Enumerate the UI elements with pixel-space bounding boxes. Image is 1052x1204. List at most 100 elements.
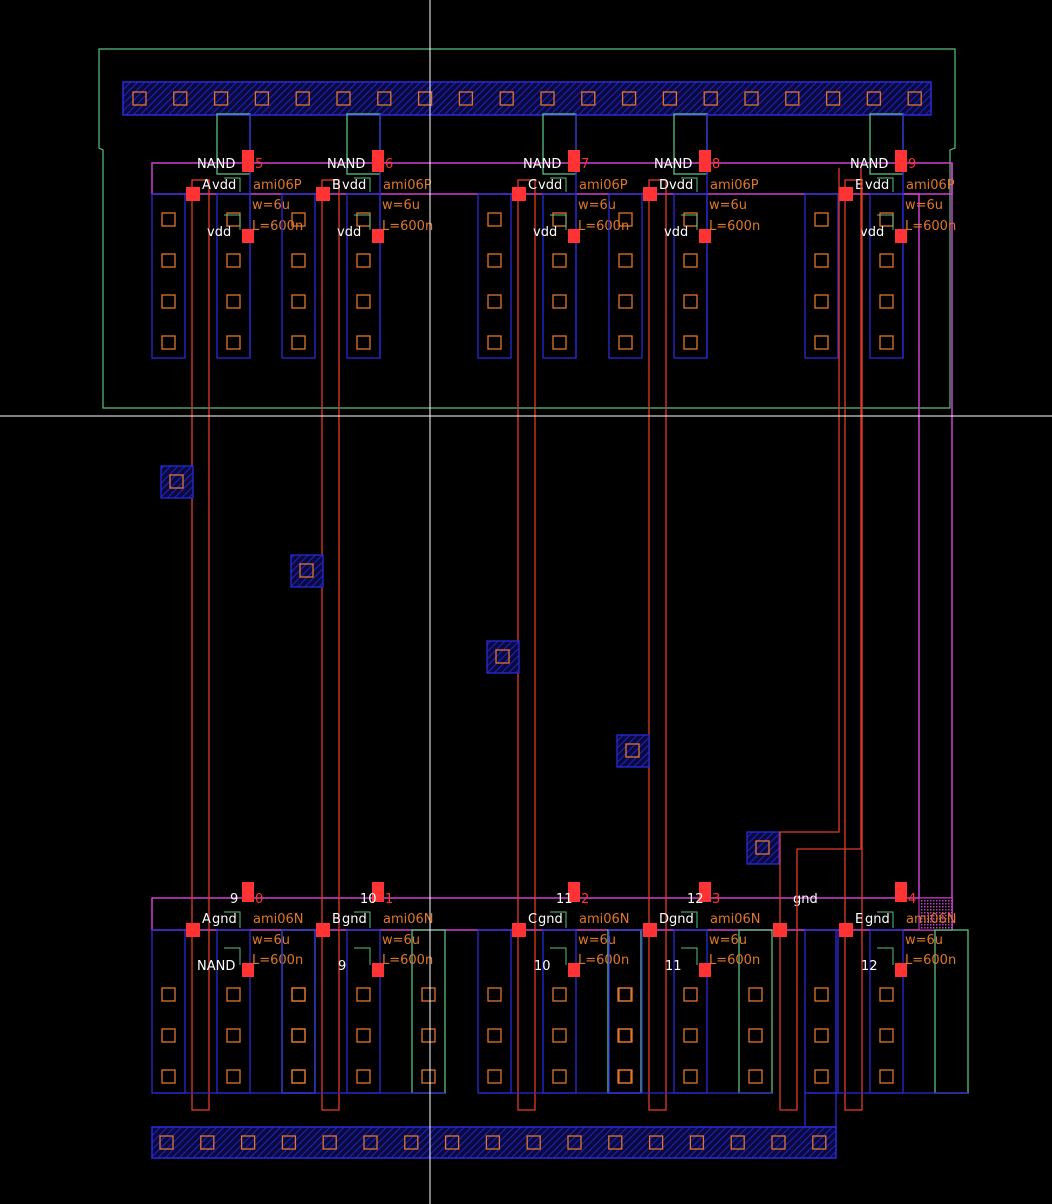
pmos-drain-metal [869,193,904,359]
gate-straps [191,179,863,1111]
pmos-source-contact [161,253,176,268]
pmos-source-contact [814,212,829,227]
pmos-drain-contact [879,335,894,350]
pmos-source-contact [814,253,829,268]
nmos-top-pin [895,882,907,902]
vdd-contact [662,91,678,106]
input-pad-1 [290,554,324,588]
pmos-supply-label: vdd [865,178,889,193]
nmos-width-label: w=6u [252,933,290,948]
nmos-shared-contact [421,1069,436,1084]
nmos-model-label: ami06N [710,912,761,927]
pmos-source-contact [814,294,829,309]
pmos-drain-contact [879,253,894,268]
pmos-symbol [877,214,894,230]
input-pad-contact [625,743,640,758]
nmos-shared-contact [291,1028,306,1043]
nmos-net-label: 10 [360,892,377,907]
nmos-source-contact [291,1028,306,1043]
vdd-contact [417,91,433,106]
pmos-length-label: L=600n [382,219,433,234]
pmos-source-contact [618,294,633,309]
vdd-contact [377,91,392,106]
nmos-symbol [354,911,371,928]
nmos-model-label: ami06N [906,912,957,927]
pmos-source-contact [487,212,502,227]
pmos-port-label: vdd [664,225,688,240]
gnd-rail[interactable] [151,1126,837,1159]
pmos-cell-label: NAND [197,157,235,172]
gate-strap-0 [191,179,210,1111]
pmos-supply-label: vdd [669,178,693,193]
vdd-contact [132,91,147,106]
input-pad-contact [755,840,770,855]
nmos-shared-contact [291,987,306,1002]
pmos-supply-label: vdd [212,178,236,193]
pmos-source-contact [291,253,306,268]
nmos-net-label: 11 [556,892,573,907]
nmos-gate-pin [186,923,200,937]
pmos-top-pin [699,150,711,172]
vdd-contact [173,91,188,106]
pmos-symbol [550,214,567,230]
vdd-rail[interactable] [122,81,932,116]
pmos-symbol [224,214,241,230]
pmos-gate-pin [316,187,330,201]
pmos-top-pin [372,150,384,172]
nmos-source-contact [487,1069,502,1084]
nmos-shared-contact [421,987,436,1002]
input-pads [160,465,780,865]
pmos-symbol [354,177,371,192]
nmos-bottom-pin [568,963,580,977]
nmos-index-label: 2 [581,892,589,907]
nmos-supply-label: gnd [865,912,890,927]
pmos-index-label: 5 [255,157,263,172]
pmos-source-contact [161,294,176,309]
pmos-source-contact [487,335,502,350]
nmos-source-contact [161,987,176,1002]
vdd-contact [785,91,800,106]
nmos-source-contact [161,1069,176,1084]
nmos-shared-contact [421,1028,436,1043]
nmos-model-label: ami06N [579,912,630,927]
pmos-width-label: w=6u [252,198,290,213]
nmos-shared-contact [617,1069,632,1084]
pmos-width-label: w=6u [709,198,747,213]
nmos-source-contact [618,1069,633,1084]
pmos-source-contact [161,335,176,350]
nmos-bottom-pin [242,963,254,977]
pmos-supply-label: vdd [538,178,562,193]
input-pad-metal [290,554,324,588]
input-pad-0 [160,465,194,499]
nmos-shared-contact [617,987,632,1002]
nmos-index-label: 0 [255,892,263,907]
input-pad-contact [495,649,510,664]
pmos-cell-label: NAND [327,157,365,172]
pmos-input-label: D [659,178,669,193]
input-pad-4 [746,831,780,865]
nmos-index-label: 4 [908,892,916,907]
pmos-drain-contact [879,294,894,309]
nmos-width-label: w=6u [905,933,943,948]
nmos-drain-metal [216,929,251,1094]
pmos-source-metal [804,193,839,359]
pmos-input-label: C [528,178,537,193]
pmos-drain-metal [673,193,708,359]
nmos-source-contact [814,987,829,1002]
gnd-contact [608,1135,623,1150]
pmos-source-contact [487,253,502,268]
nmos-top-pin [372,882,384,902]
pmos-length-label: L=600n [578,219,629,234]
input-pad-metal [746,831,780,865]
gnd-contact [322,1135,337,1150]
pmos-source-metal [151,193,186,359]
nmos-gnd-strap [804,930,837,1128]
pmos-symbol [354,214,371,230]
poly-route-e [779,168,862,1111]
nmos-input-label: E [855,912,863,927]
nmos-symbol [224,947,241,965]
